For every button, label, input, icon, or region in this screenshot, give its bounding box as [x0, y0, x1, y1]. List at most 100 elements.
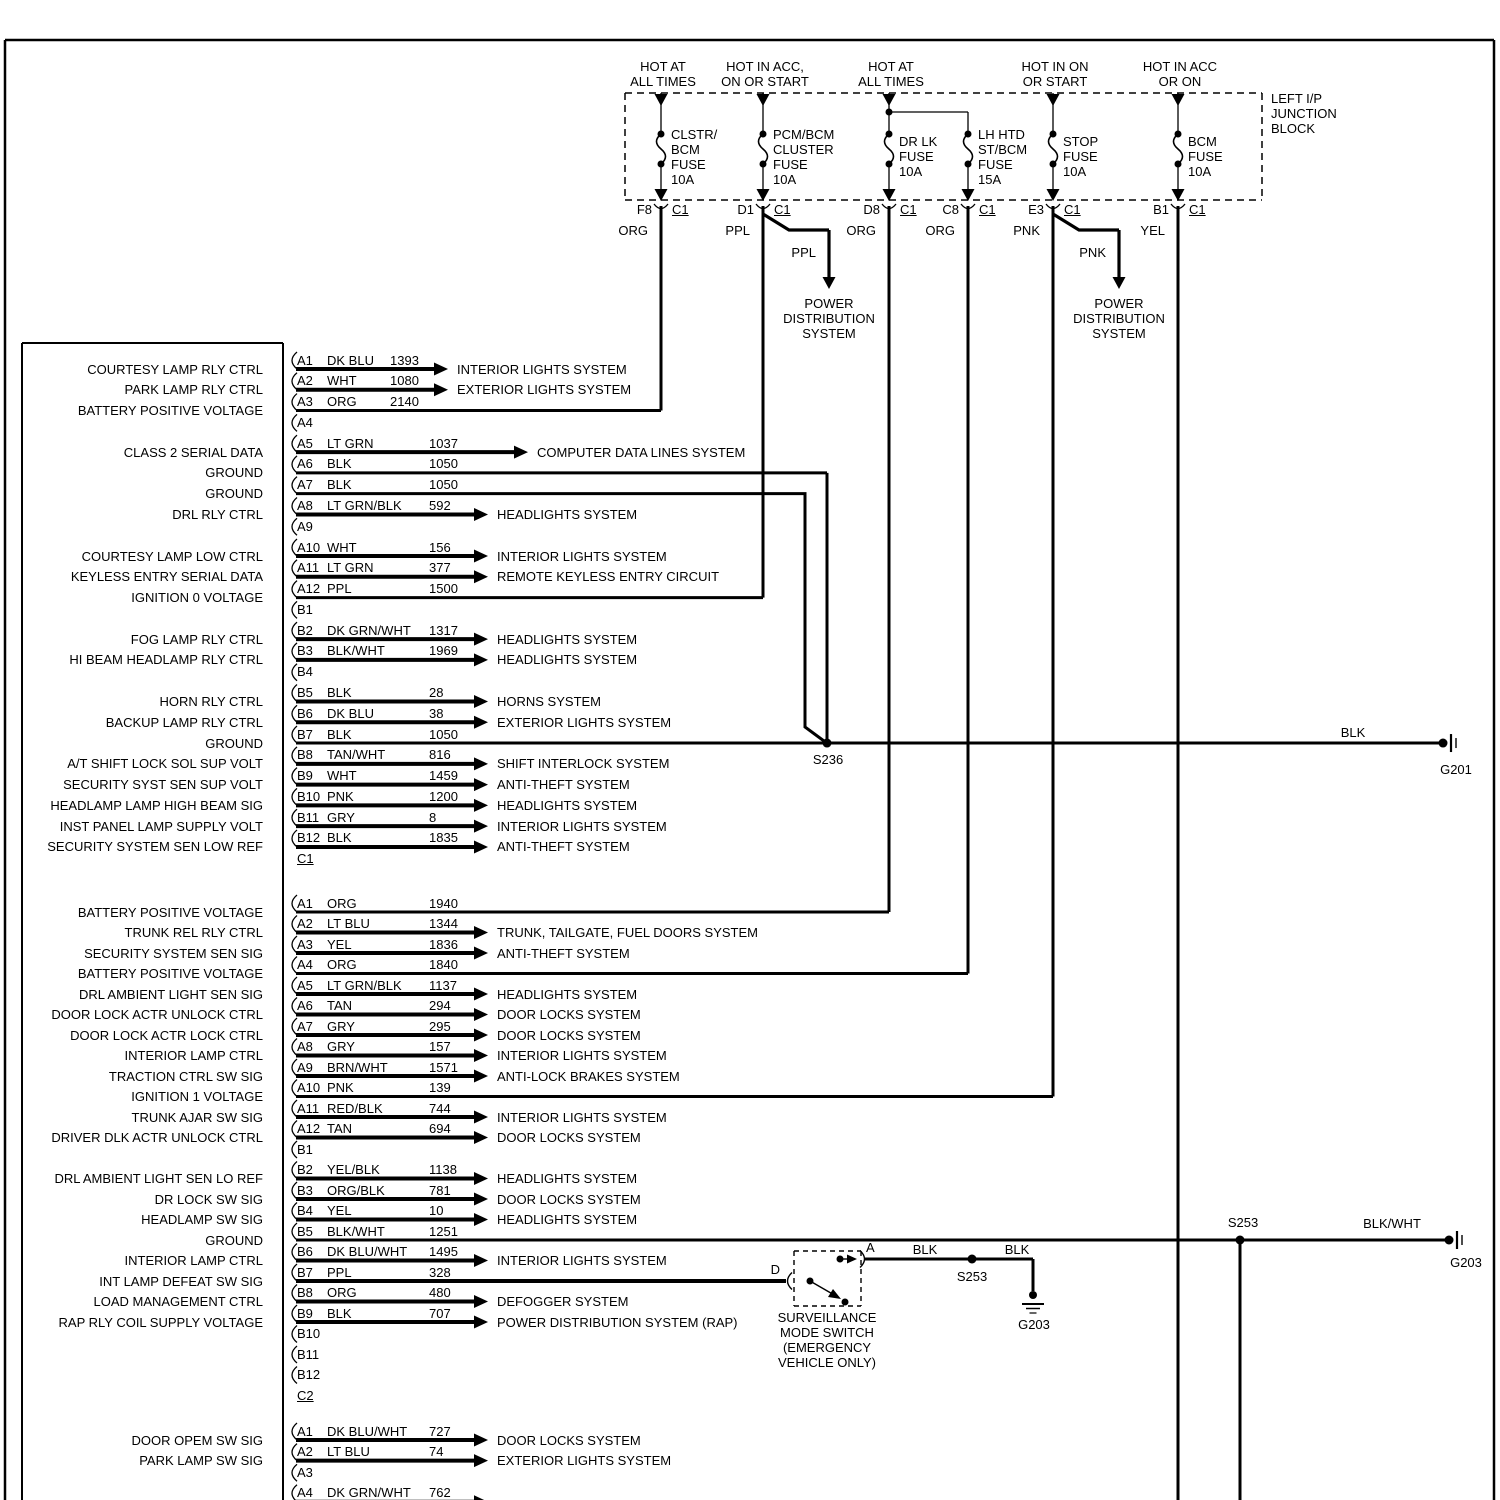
wire-color-b2-A1: ORG: [327, 895, 357, 911]
pin-label-b3-A4: A4: [297, 1485, 313, 1500]
branch-destination-E3: POWER DISTRIBUTION SYSTEM: [1073, 295, 1165, 341]
signal-label-b1-B8: A/T SHIFT LOCK SOL SUP VOLT: [67, 756, 263, 772]
connector-end-label-b1-C1: C1: [297, 851, 314, 867]
circuit-number-b1-B5: 28: [429, 684, 444, 700]
wire-label-blk-g201: BLK: [1340, 724, 1366, 740]
destination-label-b2-A6: DOOR LOCKS SYSTEM: [497, 1007, 641, 1022]
fuse-connector-label-E3: C1: [1064, 201, 1081, 217]
signal-label-b1-A8: DRL RLY CTRL: [172, 506, 263, 522]
wire-color-b1-A7: BLK: [327, 477, 352, 493]
fuse-connector-label-B1: C1: [1189, 201, 1206, 217]
pin-label-b1-B7: B7: [297, 726, 313, 742]
switch-pin-d-label: D: [770, 1261, 780, 1277]
circuit-number-b2-A2: 1344: [429, 916, 458, 931]
wire-color-b1-B8: TAN/WHT: [327, 747, 386, 763]
circuit-number-b1-B2: 1317: [429, 622, 458, 638]
wire-color-b2-B2: YEL/BLK: [327, 1162, 380, 1177]
circuit-number-b1-A6: 1050: [429, 456, 458, 472]
wire-color-b2-A9: BRN/WHT: [327, 1059, 388, 1075]
pin-label-b1-B12: B12: [297, 830, 321, 846]
pin-label-b2-B4: B4: [297, 1203, 313, 1218]
pin-label-b1-A5: A5: [297, 435, 313, 451]
wire-color-b1-A6: BLK: [327, 456, 352, 472]
pin-label-b2-A4: A4: [297, 957, 313, 972]
wire-color-b2-B7: PPL: [327, 1264, 352, 1280]
wire-color-b2-A11: RED/BLK: [327, 1100, 383, 1116]
fuse-connector-label-C8: C1: [979, 201, 996, 217]
circuit-number-b2-B5: 1251: [429, 1223, 458, 1239]
wire-color-b2-B9: BLK: [327, 1305, 352, 1321]
circuit-number-b1-A7: 1050: [429, 477, 458, 493]
pin-label-b2-A11: A11: [297, 1100, 320, 1116]
wire-color-b1-B2: DK GRN/WHT: [327, 622, 411, 638]
pin-label-b2-A5: A5: [297, 977, 313, 993]
signal-label-b2-B5: GROUND: [205, 1232, 263, 1248]
pin-label-b2-A12: A12: [297, 1121, 321, 1136]
fuse-pin-label-F8: F8: [636, 201, 652, 217]
pin-label-b2-B3: B3: [297, 1182, 313, 1198]
signal-label-b1-A5: CLASS 2 SERIAL DATA: [123, 444, 263, 460]
splice-label-s253-switch: S253: [956, 1268, 988, 1284]
wire-color-b3-A2: LT BLU: [327, 1444, 370, 1460]
wire-color-b1-B3: BLK/WHT: [327, 643, 385, 659]
destination-label-b2-A2: TRUNK, TAILGATE, FUEL DOORS SYSTEM: [497, 925, 759, 940]
wire-color-b1-A8: LT GRN/BLK: [327, 497, 402, 513]
pin-label-b2-B10: B10: [297, 1326, 321, 1341]
circuit-number-b2-A3: 1836: [429, 936, 458, 952]
destination-label-b2-B3: DOOR LOCKS SYSTEM: [497, 1191, 641, 1207]
branch-wire-color-E3: PNK: [1079, 244, 1106, 260]
hot-feed-label-D8: HOT AT ALL TIMES: [858, 59, 924, 89]
circuit-number-b2-B3: 781: [429, 1182, 451, 1198]
signal-label-b1-A10: COURTESY LAMP LOW CTRL: [81, 548, 263, 564]
signal-label-b1-B3: HI BEAM HEADLAMP RLY CTRL: [69, 652, 263, 668]
circuit-number-b2-B2: 1138: [429, 1162, 457, 1177]
destination-label-b1-B2: HEADLIGHTS SYSTEM: [497, 631, 638, 647]
signal-label-b2-B2: DRL AMBIENT LIGHT SEN LO REF: [54, 1171, 263, 1186]
signal-label-b1-A1: COURTESY LAMP RLY CTRL: [87, 361, 263, 377]
circuit-number-b1-B8: 816: [429, 747, 451, 763]
fuse-label-B1: BCM FUSE 10A: [1188, 133, 1223, 179]
wire-color-b2-B4: YEL: [327, 1203, 352, 1218]
pin-label-b1-A10: A10: [297, 539, 321, 555]
wire-color-b2-A8: GRY: [327, 1039, 355, 1054]
signal-label-b3-A2: PARK LAMP SW SIG: [139, 1453, 263, 1469]
circuit-number-b2-A5: 1137: [429, 977, 457, 993]
circuit-number-b2-A6: 294: [429, 998, 451, 1013]
signal-label-b1-B5: HORN RLY CTRL: [159, 693, 263, 709]
fuse-wire-color-D8: ORG: [846, 222, 876, 238]
signal-label-b2-A11: TRUNK AJAR SW SIG: [131, 1109, 263, 1125]
circuit-number-b2-B9: 707: [429, 1305, 451, 1321]
signal-label-b3-A1: DOOR OPEM SW SIG: [131, 1432, 263, 1448]
signal-label-b1-A2: PARK LAMP RLY CTRL: [124, 382, 263, 398]
fuse-wire-color-F8: ORG: [618, 222, 648, 238]
fuse-pin-label-E3: E3: [1028, 201, 1044, 217]
destination-label-b2-B8: DEFOGGER SYSTEM: [497, 1294, 629, 1309]
pin-label-b3-A3: A3: [297, 1464, 313, 1480]
wire-label-blk-switch-2: BLK: [1004, 1241, 1030, 1257]
pin-label-b1-B6: B6: [297, 705, 313, 721]
pin-label-b2-A2: A2: [297, 916, 313, 931]
wire-color-b3-A1: DK BLU/WHT: [327, 1423, 408, 1439]
fuse-label-F8: CLSTR/ BCM FUSE 10A: [671, 127, 718, 187]
wire-color-b2-A3: YEL: [327, 936, 352, 952]
signal-label-b1-A12: IGNITION 0 VOLTAGE: [131, 590, 263, 606]
pin-label-b2-A3: A3: [297, 936, 313, 952]
signal-label-b1-B12: SECURITY SYSTEM SEN LOW REF: [47, 839, 263, 855]
circuit-number-b1-B7: 1050: [429, 726, 458, 742]
circuit-number-b2-B6: 1495: [429, 1244, 458, 1259]
pin-label-b2-B6: B6: [297, 1244, 313, 1259]
signal-label-b2-B3: DR LOCK SW SIG: [154, 1191, 263, 1207]
hot-feed-label-B1: HOT IN ACC OR ON: [1142, 59, 1218, 89]
circuit-number-b2-B8: 480: [429, 1285, 451, 1300]
signal-label-b1-A6: GROUND: [205, 465, 263, 481]
fuse-connector-label-D8: C1: [900, 201, 917, 217]
pin-label-b2-B8: B8: [297, 1285, 313, 1300]
circuit-number-b3-A2: 74: [429, 1444, 444, 1460]
pin-label-b3-A1: A1: [297, 1423, 313, 1439]
pin-label-b2-A1: A1: [297, 895, 313, 911]
pin-label-b1-A6: A6: [297, 456, 313, 472]
circuit-number-b1-B6: 38: [429, 705, 444, 721]
pin-label-b2-A10: A10: [297, 1080, 321, 1095]
circuit-number-b3-A4: 762: [429, 1485, 451, 1500]
